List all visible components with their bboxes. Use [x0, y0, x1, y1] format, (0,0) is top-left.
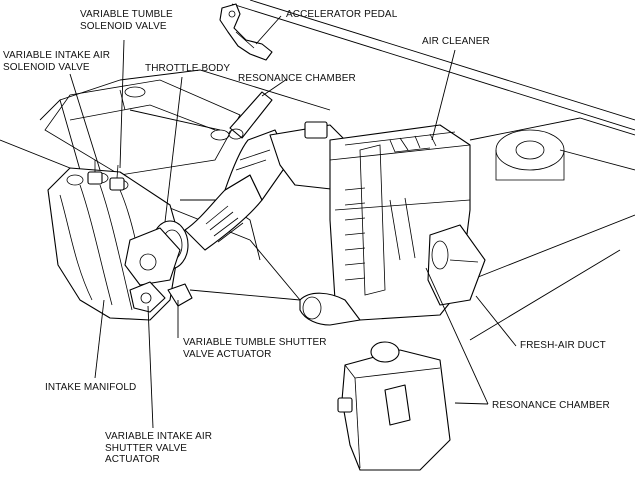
fresh-air-duct-part [427, 224, 486, 306]
label-variable-tumble-shutter-valve-actuator-line2: VALVE ACTUATOR [183, 348, 272, 360]
label-variable-intake-air-shutter-valve-actuator-line1: VARIABLE INTAKE AIR [105, 431, 213, 442]
label-variable-intake-air-solenoid-valve-line1: VARIABLE INTAKE AIR [3, 50, 111, 61]
label-variable-intake-air-shutter-valve-actuator-line3: ACTUATOR [105, 454, 160, 465]
inlet-pipe [299, 292, 361, 326]
strut-tower [495, 129, 565, 181]
label-air-cleaner: AIR CLEANER [422, 36, 490, 47]
label-variable-intake-air-shutter-valve-actuator-line2: SHUTTER VALVE [105, 442, 188, 454]
label-variable-tumble-shutter-valve-actuator: VARIABLE TUMBLE SHUTTER VALVE ACTUATOR [183, 337, 327, 360]
resonance-chamber-lower-part [337, 341, 451, 471]
throttle-body [124, 220, 193, 313]
resonance-chamber-upper-part [228, 91, 273, 140]
label-variable-intake-air-solenoid-valve-line2: SOLENOID VALVE [3, 61, 90, 73]
label-variable-tumble-solenoid-valve-line2: SOLENOID VALVE [80, 20, 167, 32]
label-variable-intake-air-solenoid-valve: VARIABLE INTAKE AIR SOLENOID VALVE [3, 50, 110, 73]
label-resonance-chamber-lower: RESONANCE CHAMBER [492, 400, 610, 411]
label-fresh-air-duct: FRESH-AIR DUCT [520, 340, 606, 351]
solenoid-valves [87, 160, 125, 191]
label-resonance-chamber-upper: RESONANCE CHAMBER [238, 73, 356, 84]
label-accelerator-pedal: ACCELERATOR PEDAL [286, 9, 398, 20]
label-variable-tumble-solenoid-valve-line1: VARIABLE TUMBLE [80, 9, 173, 20]
leader-lines [69, 15, 517, 429]
label-throttle-body: THROTTLE BODY [145, 63, 231, 74]
label-variable-tumble-solenoid-valve: VARIABLE TUMBLE SOLENOID VALVE [80, 9, 173, 32]
label-variable-tumble-shutter-valve-actuator-line1: VARIABLE TUMBLE SHUTTER [183, 337, 327, 348]
label-intake-manifold: INTAKE MANIFOLD [45, 382, 137, 393]
accelerator-pedal-bracket [219, 3, 273, 61]
label-variable-intake-air-shutter-valve-actuator: VARIABLE INTAKE AIR SHUTTER VALVE ACTUAT… [105, 431, 212, 466]
